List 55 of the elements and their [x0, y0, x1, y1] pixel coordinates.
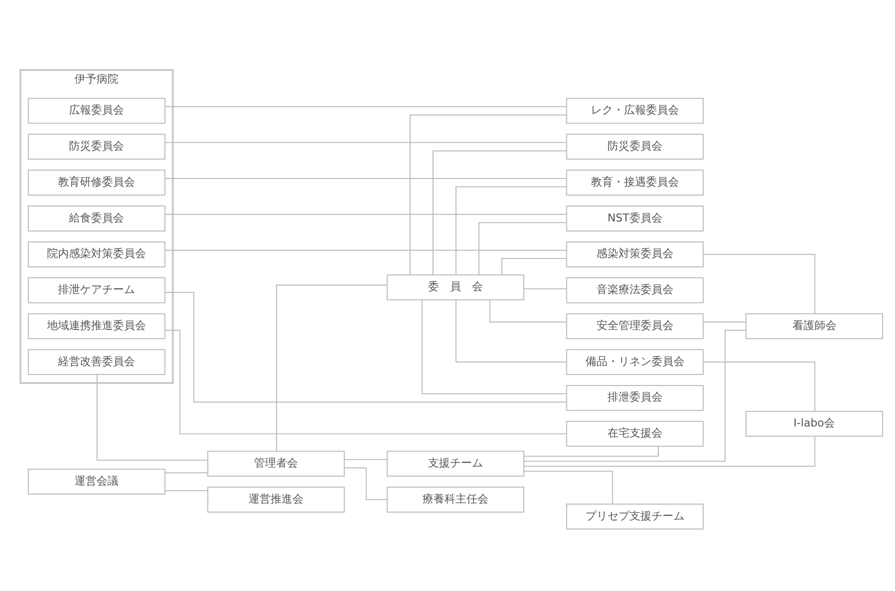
connector	[523, 446, 659, 457]
connector	[164, 106, 568, 108]
connector	[164, 250, 568, 251]
node-box: 看護師会	[746, 313, 884, 340]
connector	[523, 436, 816, 467]
connector	[276, 284, 388, 452]
connector	[164, 472, 208, 474]
node-box: 教育・接遇委員会	[566, 170, 704, 196]
connector	[164, 490, 208, 492]
node-box: 排泄委員会	[566, 384, 704, 411]
node-box: 運営推進会	[207, 486, 345, 513]
connector	[96, 374, 208, 461]
node-box: プリセプ支援チーム	[566, 504, 704, 530]
node-box: 防災委員会	[566, 134, 704, 160]
connector	[489, 299, 567, 322]
connector	[455, 186, 567, 276]
connector	[702, 362, 816, 412]
node-box: I-labo会	[746, 410, 884, 437]
connector	[478, 222, 567, 276]
node-box: 運営会議	[28, 468, 166, 495]
node-box: 療養科主任会	[386, 486, 524, 513]
connector	[702, 254, 816, 314]
node-box: 在宅支援会	[566, 420, 704, 447]
node-box: 院内感染対策委員会	[28, 241, 166, 268]
node-box: 地域連携推進委員会	[28, 313, 166, 340]
node-box: 備品・リネン委員会	[566, 349, 704, 375]
node-box: 感染対策委員会	[566, 241, 704, 268]
node-box: 安全管理委員会	[566, 313, 704, 340]
node-box: 管理者会	[207, 450, 345, 477]
connector	[164, 292, 567, 403]
node-box: 広報委員会	[28, 98, 166, 124]
node-box: NST委員会	[566, 206, 704, 232]
node-box: 排泄ケアチーム	[28, 277, 166, 304]
connector	[523, 288, 567, 290]
connector	[501, 258, 567, 276]
connector	[523, 330, 746, 462]
node-box: 委 員 会	[386, 274, 524, 300]
node-box: 教育研修委員会	[28, 170, 166, 196]
connector	[344, 467, 388, 500]
connector	[422, 299, 567, 394]
node-box: レク・広報委員会	[566, 98, 704, 124]
connector	[410, 114, 568, 276]
connector	[164, 214, 568, 215]
connector	[164, 178, 568, 179]
connector	[455, 299, 567, 363]
connector	[164, 142, 568, 144]
node-box: 音楽療法委員会	[566, 277, 704, 304]
connector	[523, 470, 613, 504]
connector	[164, 330, 567, 434]
node-box: 防災委員会	[28, 134, 166, 160]
node-box: 給食委員会	[28, 206, 166, 232]
node-box: 経営改善委員会	[28, 349, 166, 375]
node-box: 支援チーム	[386, 450, 524, 477]
connector	[344, 459, 388, 460]
connector	[432, 150, 568, 276]
